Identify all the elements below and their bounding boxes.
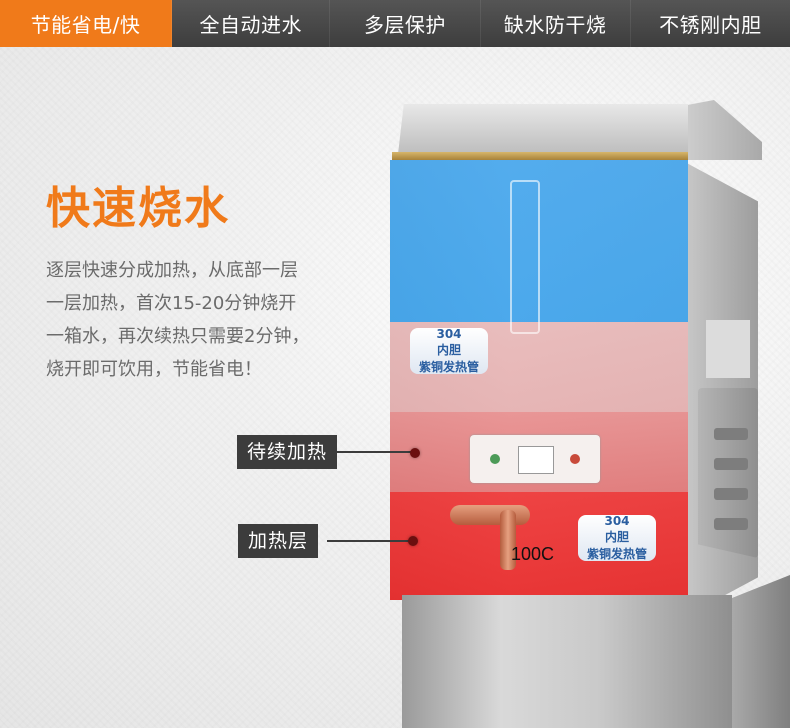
water-heater-image: 304 内胆 紫铜发热管 304 内胆 紫铜发热管	[380, 90, 790, 728]
vent-slot	[714, 458, 748, 470]
vent-slot	[714, 488, 748, 500]
control-panel	[470, 435, 600, 483]
heater-lid	[398, 104, 688, 154]
callout-dot	[408, 536, 418, 546]
liner-badge: 304 内胆 紫铜发热管	[410, 327, 488, 374]
tab-auto-water-inlet[interactable]: 全自动进水	[172, 0, 331, 47]
water-tap-spout	[500, 510, 516, 570]
heater-base-side	[732, 575, 790, 728]
callout-heating-layer: 加热层	[238, 524, 319, 558]
badge-caption: 紫铜发热管	[586, 547, 647, 561]
badge-caption: 紫铜发热管	[418, 360, 479, 374]
liner-badge: 304 内胆 紫铜发热管	[578, 514, 656, 561]
callout-dot	[410, 448, 420, 458]
headline: 快速烧水	[46, 183, 230, 234]
power-indicator-icon	[490, 454, 500, 464]
badge-sub: 内胆	[604, 530, 629, 544]
tab-energy-saving[interactable]: 节能省电/快	[0, 0, 173, 47]
callout-line	[327, 451, 411, 453]
callout-continue-heating: 待续加热	[237, 435, 338, 469]
water-level-gauge	[510, 180, 540, 334]
vent-slot	[714, 518, 748, 530]
water-tap	[450, 505, 530, 525]
heater-front-cutaway: 304 内胆 紫铜发热管 304 内胆 紫铜发热管	[390, 160, 688, 600]
description-line: 烧开即可饮用，节能省电！	[46, 359, 262, 380]
gold-trim	[392, 152, 688, 160]
side-vent-panel	[698, 388, 758, 558]
callout-line	[327, 540, 409, 542]
badge-304: 304	[604, 514, 630, 528]
description-line: 一层加热，首次15-20分钟烧开	[46, 293, 297, 314]
tab-dry-burn-protection[interactable]: 缺水防干烧	[481, 0, 631, 47]
badge-304: 304	[436, 327, 462, 341]
vent-slot	[714, 428, 748, 440]
heater-lid-side	[682, 100, 762, 160]
power-switch	[518, 446, 554, 474]
description-line: 一箱水，再次续热只需要2分钟，	[46, 326, 310, 347]
temperature-label: 100C	[511, 544, 555, 564]
heating-indicator-icon	[570, 454, 580, 464]
tab-multi-protection[interactable]: 多层保护	[330, 0, 481, 47]
spec-label-plate	[706, 320, 750, 378]
description: 逐层快速分成加热，从底部一层 一层加热，首次15-20分钟烧开 一箱水，再次续热…	[46, 254, 346, 386]
heater-base	[402, 595, 732, 728]
tab-stainless-liner[interactable]: 不锈刚内胆	[659, 13, 762, 37]
badge-sub: 内胆	[436, 343, 461, 357]
feature-tab-bar: 节能省电/快 全自动进水 多层保护 缺水防干烧 不锈刚内胆	[0, 0, 790, 47]
description-line: 逐层快速分成加热，从底部一层	[46, 260, 298, 281]
